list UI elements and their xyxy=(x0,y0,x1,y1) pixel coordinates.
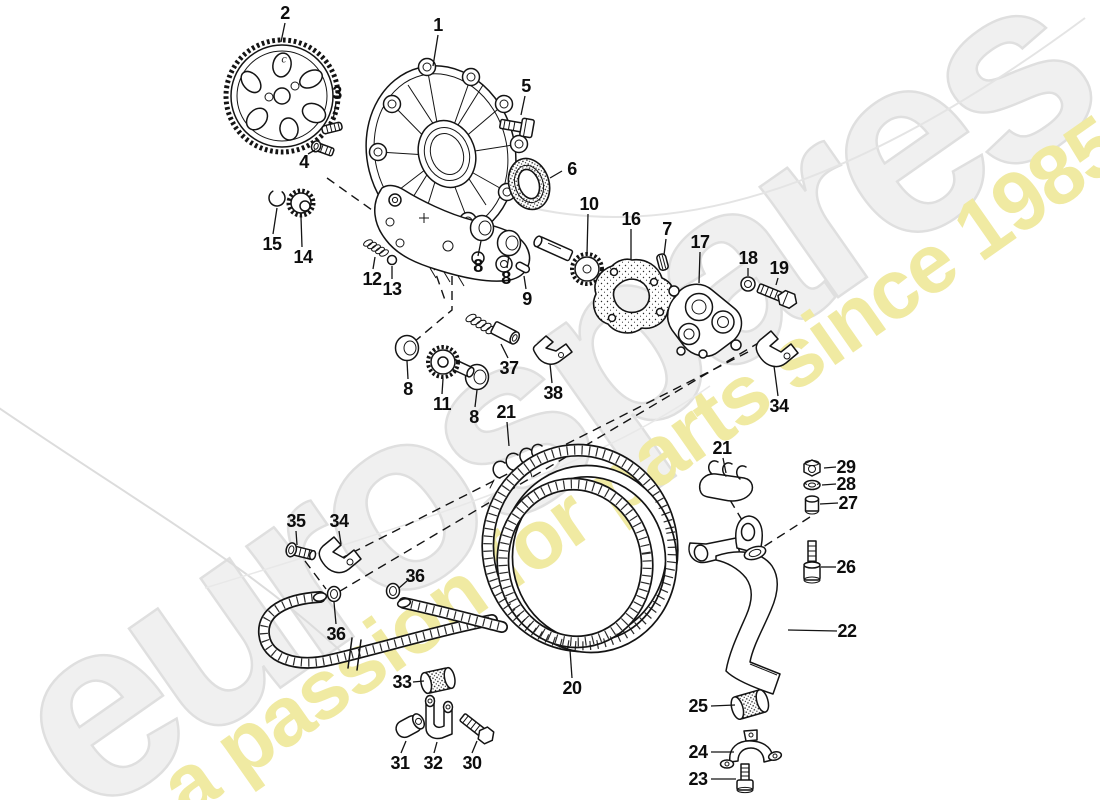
leader-line-17-17 xyxy=(698,251,701,284)
small-gear-drawing xyxy=(286,188,316,218)
leader-line-33-36 xyxy=(412,680,425,683)
spacer-tube-drawing xyxy=(395,713,426,739)
clamp-bolt-drawing xyxy=(285,542,317,561)
oil-hose-coil-drawing xyxy=(257,443,679,671)
hose-clamp-drawing xyxy=(698,460,754,502)
leader-line-32-39 xyxy=(433,741,438,754)
key-drawing xyxy=(515,261,531,274)
leader-line-11-11 xyxy=(441,378,444,395)
leader-line-30-40 xyxy=(471,740,478,754)
leader-line-1-0 xyxy=(432,34,439,67)
rubber-bushing-drawing xyxy=(730,689,770,721)
spring-drawing xyxy=(363,239,389,257)
cover-bolt-drawing xyxy=(310,140,335,157)
oil-pump-drawing xyxy=(666,283,743,359)
leader-line-8-7 xyxy=(477,240,482,257)
callout-leader-lines xyxy=(272,22,839,780)
support-bracket-drawing xyxy=(688,515,781,695)
leader-line-2-1 xyxy=(280,22,286,43)
clevis-bolt-drawing xyxy=(459,713,495,745)
pump-shaft-drawing xyxy=(533,235,604,286)
leader-line-8-8 xyxy=(506,254,510,269)
chain-sprocket-drawing xyxy=(223,37,341,155)
leader-line-36-35 xyxy=(333,601,337,625)
pump-bolt-drawing xyxy=(756,283,798,309)
leader-line-12-12 xyxy=(372,256,376,270)
fork-clip-drawing xyxy=(532,335,573,365)
leader-line-36-34 xyxy=(398,580,408,589)
leader-line-35-32 xyxy=(295,530,298,546)
spacer-bushing-drawing xyxy=(804,495,820,515)
leader-line-4-3 xyxy=(307,149,316,155)
leader-line-6-5 xyxy=(549,170,563,179)
lock-nut-drawing xyxy=(803,459,821,477)
ball-drawing xyxy=(386,254,398,266)
sealing-ring-drawing xyxy=(326,582,401,603)
roll-pin-drawing xyxy=(321,121,343,135)
background-swoosh-curves xyxy=(0,17,1086,659)
driven-gear-drawing xyxy=(426,345,475,379)
sprocket-marking: c xyxy=(281,51,287,66)
leader-line-7-6 xyxy=(663,238,667,256)
clamp-strap-drawing xyxy=(719,729,783,769)
washer-drawing xyxy=(740,276,756,292)
end-cover-drawing xyxy=(365,57,531,287)
hex-bolt-drawing xyxy=(499,117,535,139)
dowel-pin-drawing xyxy=(656,253,669,271)
leader-line-22-31 xyxy=(787,629,838,632)
leader-line-21-22 xyxy=(506,421,510,447)
leader-line-25-41 xyxy=(710,704,736,707)
leader-line-29-27 xyxy=(823,466,837,469)
assembly-reference-lines xyxy=(304,177,811,598)
leader-line-3-2 xyxy=(332,102,337,121)
lock-washer-drawing xyxy=(803,479,821,491)
leader-line-34-33 xyxy=(338,530,342,545)
leader-line-14-14 xyxy=(300,216,303,248)
leader-line-28-28 xyxy=(821,483,837,486)
leader-line-15-15 xyxy=(272,207,278,235)
leader-line-20-37 xyxy=(569,649,573,679)
leader-line-38-24 xyxy=(549,363,553,384)
circlip-drawing xyxy=(268,189,286,207)
bracket-bolt-drawing xyxy=(803,540,821,584)
clevis-bracket-drawing xyxy=(424,694,454,740)
retaining-fork-drawing xyxy=(318,536,362,574)
leader-line-37-23 xyxy=(500,343,509,359)
leader-line-21-26 xyxy=(722,457,727,474)
shaft-seal-drawing xyxy=(507,157,551,211)
strap-bolt-drawing xyxy=(736,763,754,794)
leader-line-31-38 xyxy=(400,740,407,754)
rubber-sleeve-drawing xyxy=(420,666,456,695)
leader-line-9-9 xyxy=(523,275,527,290)
leader-line-10-10 xyxy=(586,213,589,255)
leader-line-34-25 xyxy=(773,365,779,397)
leader-line-8-21 xyxy=(474,389,478,408)
leader-line-27-29 xyxy=(819,502,839,505)
threaded-stud-drawing xyxy=(465,313,521,345)
leader-line-19-19 xyxy=(775,277,779,286)
leader-line-8-20 xyxy=(406,360,409,380)
retaining-fork-drawing xyxy=(755,330,799,368)
leader-line-5-4 xyxy=(520,95,526,116)
gasket-drawing xyxy=(592,258,675,334)
